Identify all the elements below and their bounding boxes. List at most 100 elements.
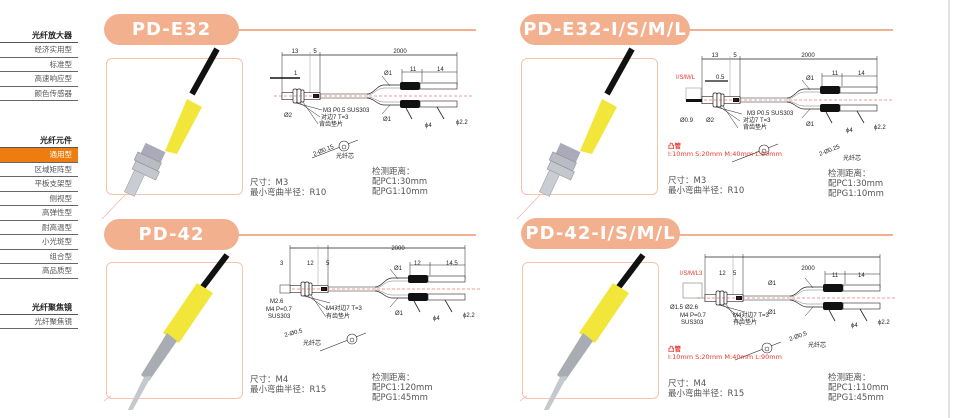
- sidebar-item-high-quality[interactable]: 高品质型: [0, 264, 78, 279]
- washer-label: 背齿垫片: [743, 123, 767, 131]
- dim-12b: 12: [414, 261, 421, 267]
- sidebar-item-combo[interactable]: 组合型: [0, 250, 78, 264]
- dim-o2: Ø2: [284, 113, 293, 119]
- core-label: 光纤芯: [843, 154, 861, 162]
- dim-5: 5: [313, 49, 317, 55]
- sidebar-item-small-spot[interactable]: 小光斑型: [0, 235, 78, 250]
- sidebar-group-fiber-element[interactable]: 光纤元件: [0, 134, 78, 148]
- dim-o1-top: Ø1: [384, 71, 393, 77]
- dim-12: 12: [307, 261, 314, 267]
- dim-m26: M2.6: [270, 299, 284, 305]
- product-image: [521, 58, 658, 195]
- detect-pc1: 配PC1:30mm: [372, 177, 428, 187]
- dim-tip: 1: [294, 71, 298, 77]
- divider: [689, 29, 893, 31]
- detect-pc1: 配PC1:120mm: [372, 383, 433, 393]
- dim-o1-bottom: Ø1: [395, 311, 404, 317]
- detect-pg1: 配PG1:45mm: [828, 393, 884, 403]
- size-spec: 尺寸：M4: [250, 375, 289, 385]
- dim-o26: Ø2.6: [685, 305, 699, 311]
- core-label: 光纤芯: [808, 341, 826, 349]
- page-edge-scrollbar[interactable]: [948, 0, 950, 418]
- detect-label: 检测距离：: [828, 373, 871, 383]
- dim-5: 5: [733, 271, 737, 277]
- core-label: 光纤芯: [303, 339, 321, 347]
- dim-phi4: ϕ4: [846, 128, 853, 134]
- dim-phi22: ϕ2.2: [463, 313, 475, 319]
- sidebar-item-high-speed[interactable]: 高速响应型: [0, 72, 78, 87]
- dim-5: 5: [733, 53, 737, 59]
- sidebar-item-area-matrix[interactable]: 区域矩阵型: [0, 163, 78, 177]
- dim-o1-top: Ø1: [394, 266, 403, 272]
- core-spec: 2-Ø0.5: [789, 331, 809, 343]
- nut-spec: M4对边7 T=3: [733, 311, 770, 319]
- dim-2000: 2000: [391, 246, 405, 252]
- sidebar-item-focus-lens[interactable]: 光纤聚焦镜: [0, 315, 78, 329]
- sidebar-group-fiber-amplifier[interactable]: 光纤放大器: [0, 29, 78, 43]
- dim-phi22: ϕ2.2: [878, 320, 890, 326]
- product-image: [106, 58, 243, 195]
- thread-spec: M4 P=0.7: [680, 313, 707, 319]
- thread-spec: M3 P0.5 SUS303: [747, 111, 794, 117]
- product-image: [522, 262, 659, 399]
- dim-5: 5: [326, 261, 330, 267]
- nut-spec: 对边7 T=3: [321, 113, 349, 121]
- thread-spec: M4 P=0.7: [266, 307, 293, 313]
- dim-14: 14: [858, 273, 865, 279]
- divider: [238, 234, 476, 236]
- sidebar-item-general[interactable]: 通用型: [0, 148, 78, 163]
- nut-spec: 对边7 T=3: [743, 116, 771, 124]
- dim-phi4: ϕ4: [425, 123, 432, 129]
- bend-radius: 最小弯曲半径：R10: [250, 188, 327, 198]
- dim-o1-top: Ø1: [768, 281, 777, 287]
- tube-label: 凸管: [668, 142, 681, 150]
- sidebar-group-focus-lens[interactable]: 光纤聚焦镜: [0, 301, 78, 315]
- detect-pg1: 配PG1:10mm: [828, 189, 884, 199]
- sidebar-item-high-elastic[interactable]: 高弹性型: [0, 206, 78, 221]
- dim-o1-bottom: Ø1: [806, 122, 815, 128]
- dim-2000: 2000: [393, 49, 407, 55]
- nut-spec: M4对边7 T=3: [326, 304, 363, 312]
- bend-radius: 最小弯曲半径：R10: [668, 186, 745, 196]
- divider: [238, 29, 476, 31]
- dim-phi4: ϕ4: [851, 323, 858, 329]
- material: SUS303: [268, 314, 291, 320]
- dim-o15: Ø1.5: [670, 305, 684, 311]
- dim-14: 14: [858, 71, 865, 77]
- sidebar-item-color-sensor[interactable]: 颜色传感器: [0, 87, 78, 101]
- sidebar-item-flat-bracket[interactable]: 平板支架型: [0, 177, 78, 192]
- sidebar-item-side-view[interactable]: 侧视型: [0, 192, 78, 206]
- dim-11: 11: [832, 71, 839, 77]
- core-label: 光纤芯: [336, 152, 354, 160]
- sidebar-item-standard[interactable]: 标准型: [0, 58, 78, 72]
- dim-o1-top: Ø1: [806, 76, 815, 82]
- detect-pc1: 配PC1:110mm: [828, 383, 889, 393]
- dim-12: 12: [719, 271, 726, 277]
- product-title: PD-E32-I/S/M/L: [520, 14, 690, 45]
- sidebar-item-high-temp[interactable]: 耐高温型: [0, 221, 78, 235]
- detect-label: 检测距离：: [372, 167, 415, 177]
- dim-o1-bottom: Ø1: [768, 310, 777, 316]
- variant-label: I/S/M/L: [676, 75, 696, 81]
- product-image: [106, 262, 243, 399]
- divider: [679, 234, 893, 236]
- material: SUS303: [681, 320, 704, 326]
- washer-label: 有齿垫片: [733, 318, 757, 326]
- dim-phi22: ϕ2.2: [874, 125, 886, 131]
- tube-spec: I:10mm S:20mm M:40mm L:90mm: [668, 150, 782, 158]
- detect-pg1: 配PG1:10mm: [372, 187, 428, 197]
- dim-o09: Ø0.9: [680, 118, 694, 124]
- tube-label: 凸管: [668, 345, 681, 353]
- dim-2000: 2000: [801, 266, 815, 272]
- tube-spec: I:10mm S:20mm M:40mm L:90mm: [668, 353, 782, 361]
- detect-pg1: 配PG1:45mm: [372, 393, 428, 403]
- dim-phi22: ϕ2.2: [456, 120, 468, 126]
- bend-radius: 最小弯曲半径：R15: [250, 385, 327, 395]
- size-spec: 尺寸：M3: [668, 176, 707, 186]
- detect-label: 检测距离：: [828, 169, 871, 179]
- sidebar-item-economic[interactable]: 经济实用型: [0, 43, 78, 58]
- washer-label: 背齿垫片: [319, 120, 343, 128]
- product-title: PD-E32: [104, 14, 239, 45]
